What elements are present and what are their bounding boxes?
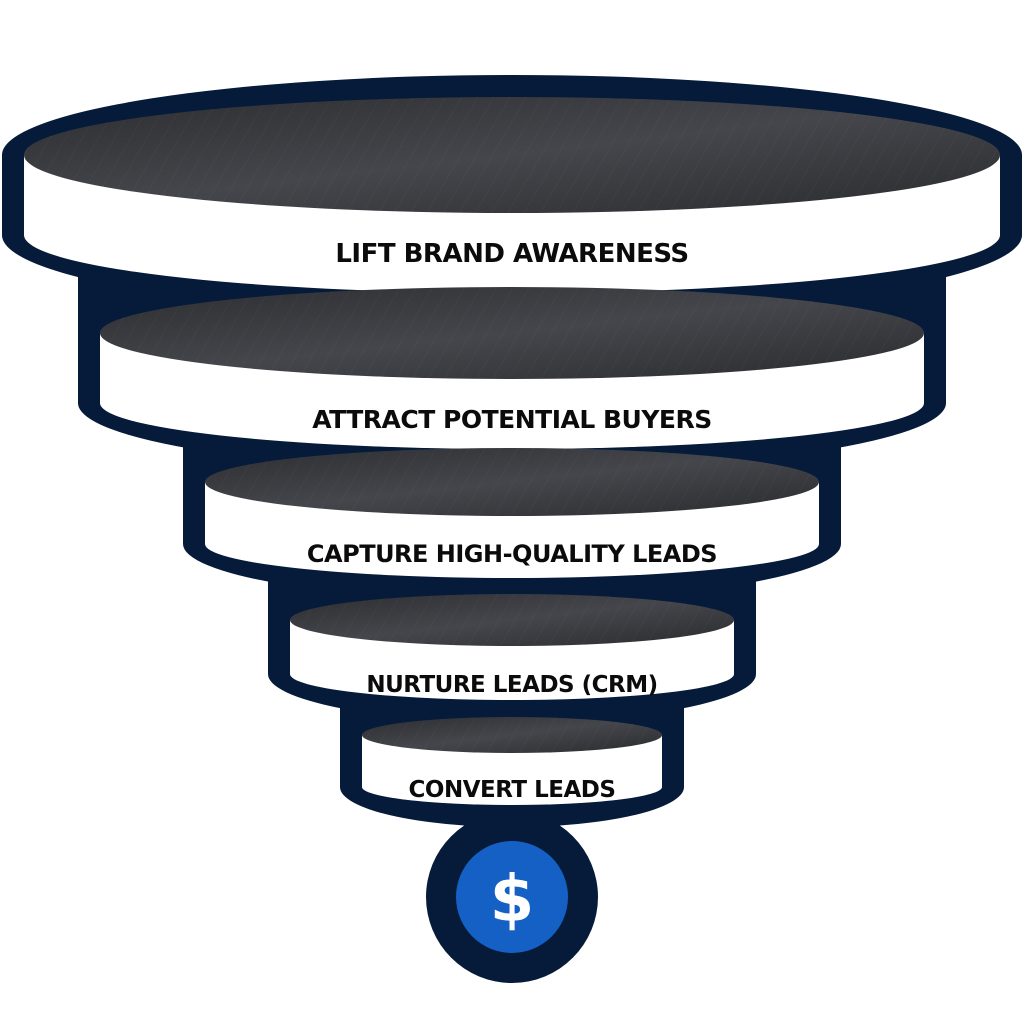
- stage-label: CAPTURE HIGH-QUALITY LEADS: [307, 540, 717, 568]
- funnel-stage: CONVERT LEADS: [362, 717, 662, 805]
- dollar-icon: $: [490, 863, 535, 937]
- stage-label: ATTRACT POTENTIAL BUYERS: [312, 405, 712, 434]
- coin-face: [456, 841, 568, 953]
- stage-top-texture: [100, 287, 924, 379]
- funnel-stage: NURTURE LEADS (CRM): [290, 594, 734, 700]
- stage-top-texture: [362, 717, 662, 753]
- stage-label: NURTURE LEADS (CRM): [366, 672, 657, 698]
- funnel-stage: CAPTURE HIGH-QUALITY LEADS: [205, 448, 819, 578]
- funnel-stage: LIFT BRAND AWARENESS: [24, 97, 1000, 293]
- stage-label: CONVERT LEADS: [409, 777, 616, 803]
- stage-band: [362, 735, 662, 805]
- outcome-coin: $: [426, 811, 598, 983]
- stage-top-texture: [290, 594, 734, 646]
- stage-label: LIFT BRAND AWARENESS: [335, 239, 688, 269]
- funnel-stage: ATTRACT POTENTIAL BUYERS: [100, 287, 924, 449]
- stage-top-texture: [24, 97, 1000, 213]
- stage-top-texture: [205, 448, 819, 516]
